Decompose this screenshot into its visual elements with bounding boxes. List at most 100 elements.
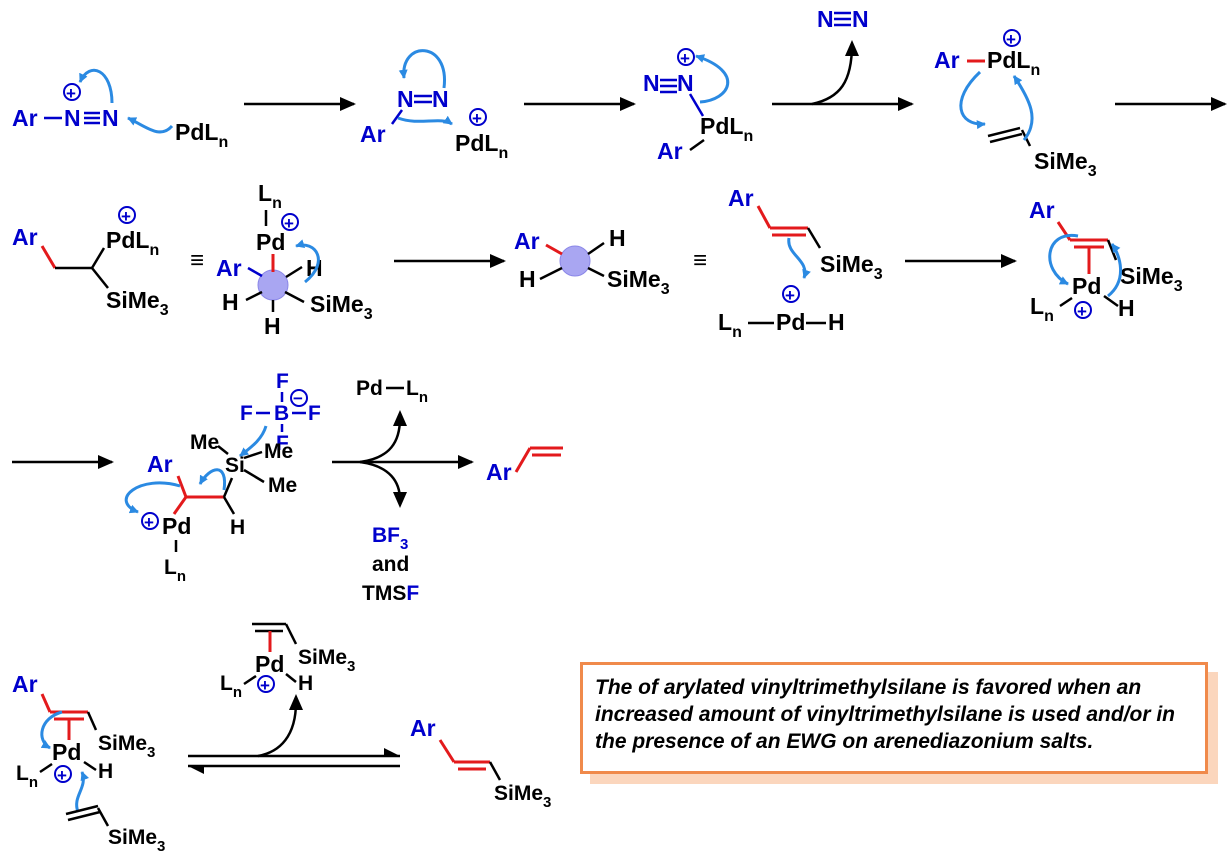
svg-text:H: H bbox=[230, 516, 245, 539]
structure-alkyl-pd: Ar PdLn + SiMe3 bbox=[12, 206, 169, 319]
curved-arrow-icon bbox=[124, 481, 181, 514]
note-text: The of arylated vinyltrimethylsilane is … bbox=[595, 676, 1175, 753]
elimination-arrows: Pd Ln BF3 and TMSF bbox=[332, 377, 474, 605]
structure-pi-complex-2: Ar SiMe3 Pd H Ln + SiMe3 bbox=[12, 671, 165, 854]
svg-text:Me: Me bbox=[268, 474, 297, 497]
equilibrium-arrows bbox=[188, 694, 400, 774]
label-pdln: PdLn bbox=[175, 119, 228, 151]
svg-text:and: and bbox=[372, 553, 409, 576]
svg-text:+: + bbox=[260, 676, 270, 695]
svg-text:Ar: Ar bbox=[147, 451, 173, 477]
svg-text:Ar: Ar bbox=[12, 671, 38, 697]
svg-text:PdLn: PdLn bbox=[455, 130, 508, 162]
svg-text:Me: Me bbox=[264, 440, 293, 463]
svg-text:+: + bbox=[472, 109, 482, 128]
n2-release: N N bbox=[772, 6, 914, 111]
svg-text:Pd: Pd bbox=[1072, 273, 1101, 299]
note-box: The of arylated vinyltrimethylsilane is … bbox=[580, 662, 1208, 774]
svg-text:Ar: Ar bbox=[216, 255, 242, 281]
positive-charge-icon bbox=[469, 108, 487, 126]
label-plus: + bbox=[66, 84, 76, 103]
svg-text:+: + bbox=[785, 286, 795, 305]
curved-arrow-icon bbox=[239, 425, 268, 458]
positive-charge-icon bbox=[63, 83, 81, 101]
curved-arrow-icon bbox=[198, 468, 227, 491]
curved-arrow-icon bbox=[127, 116, 174, 134]
carbon-center-icon bbox=[257, 269, 289, 301]
svg-text:+: + bbox=[144, 513, 154, 532]
svg-text:+: + bbox=[121, 207, 131, 226]
svg-text:N: N bbox=[643, 70, 660, 96]
svg-text:H: H bbox=[222, 289, 239, 315]
svg-text:Pd: Pd bbox=[356, 377, 383, 400]
svg-text:N: N bbox=[817, 6, 834, 32]
svg-text:SiMe3: SiMe3 bbox=[310, 291, 373, 323]
carbon-center-icon bbox=[559, 245, 591, 277]
svg-text:−: − bbox=[293, 389, 303, 408]
svg-text:SiMe3: SiMe3 bbox=[108, 826, 165, 854]
svg-text:+: + bbox=[680, 49, 690, 68]
structure-arylated-vinylsilane: Ar SiMe3 bbox=[410, 715, 551, 811]
svg-text:Ln: Ln bbox=[406, 377, 428, 406]
structure-alkene-pdh: Ar SiMe3 Ln Pd H + bbox=[718, 185, 883, 341]
svg-text:Ln: Ln bbox=[16, 762, 38, 791]
svg-text:Pd: Pd bbox=[255, 651, 284, 677]
structure-aryl-pd-alkene: Ar PdLn + SiMe3 bbox=[934, 29, 1097, 180]
curved-arrow-icon bbox=[1107, 243, 1123, 298]
curved-arrow-icon bbox=[1048, 233, 1079, 286]
structure-aryldiazonium: Ar N N + PdLn bbox=[12, 68, 228, 151]
svg-text:SiMe3: SiMe3 bbox=[298, 646, 355, 675]
svg-text:+: + bbox=[1077, 302, 1087, 321]
svg-text:SiMe3: SiMe3 bbox=[607, 266, 670, 298]
structure-styrene: Ar bbox=[486, 446, 563, 485]
curved-arrow-icon bbox=[695, 54, 730, 104]
curved-arrow-icon bbox=[40, 710, 63, 750]
svg-text:+: + bbox=[284, 214, 294, 233]
svg-text:Ar: Ar bbox=[1029, 197, 1055, 223]
svg-text:H: H bbox=[264, 313, 281, 339]
svg-text:+: + bbox=[57, 766, 67, 785]
svg-text:H: H bbox=[519, 266, 536, 292]
svg-text:Ar: Ar bbox=[657, 138, 683, 164]
svg-text:N: N bbox=[432, 86, 449, 112]
svg-text:Ln: Ln bbox=[718, 309, 742, 341]
svg-text:Ln: Ln bbox=[258, 180, 282, 212]
svg-text:PdLn: PdLn bbox=[106, 227, 159, 259]
svg-text:Ar: Ar bbox=[410, 715, 436, 741]
svg-text:Ln: Ln bbox=[1030, 293, 1054, 325]
svg-text:F: F bbox=[276, 370, 289, 393]
curved-arrow-icon bbox=[787, 237, 811, 279]
svg-text:Pd: Pd bbox=[162, 513, 191, 539]
svg-text:Ar: Ar bbox=[486, 459, 512, 485]
svg-text:Ar: Ar bbox=[360, 121, 386, 147]
equivalence-symbol: ≡ bbox=[190, 247, 204, 274]
svg-text:Ln: Ln bbox=[220, 672, 242, 701]
svg-text:BF3: BF3 bbox=[372, 524, 408, 553]
svg-text:F: F bbox=[276, 432, 289, 455]
structure-beta-silyl-elimination: F F B F F − Me Si Me Me Ar H Pd + Ln bbox=[124, 370, 321, 585]
structure-newman-2: Ar H H SiMe3 bbox=[514, 225, 670, 298]
svg-text:Ar: Ar bbox=[514, 228, 540, 254]
svg-text:Me: Me bbox=[190, 431, 219, 454]
curved-arrow-icon bbox=[959, 70, 986, 130]
svg-text:Ar: Ar bbox=[12, 224, 38, 250]
structure-newman-1: Ln Pd + Ar H H SiMe3 H bbox=[216, 180, 373, 339]
curved-arrow-icon bbox=[1012, 75, 1034, 141]
svg-text:SiMe3: SiMe3 bbox=[98, 732, 155, 761]
svg-text:Pd: Pd bbox=[256, 229, 285, 255]
svg-text:SiMe3: SiMe3 bbox=[1120, 263, 1183, 295]
svg-text:H: H bbox=[828, 309, 845, 335]
svg-text:H: H bbox=[609, 225, 626, 251]
svg-text:SiMe3: SiMe3 bbox=[820, 251, 883, 283]
curved-arrow-icon bbox=[75, 771, 90, 813]
structure-pd-complex-2: N N + PdLn Ar bbox=[643, 48, 753, 164]
svg-text:H: H bbox=[1118, 295, 1135, 321]
curved-arrow-icon bbox=[397, 115, 453, 126]
structure-pd-complex-1: N N Ar PdLn + bbox=[360, 49, 508, 162]
svg-text:SiMe3: SiMe3 bbox=[106, 287, 169, 319]
svg-text:+: + bbox=[1006, 30, 1016, 49]
svg-text:H: H bbox=[298, 672, 313, 695]
curved-arrow-icon bbox=[78, 68, 114, 104]
curved-arrow-icon bbox=[295, 239, 320, 284]
